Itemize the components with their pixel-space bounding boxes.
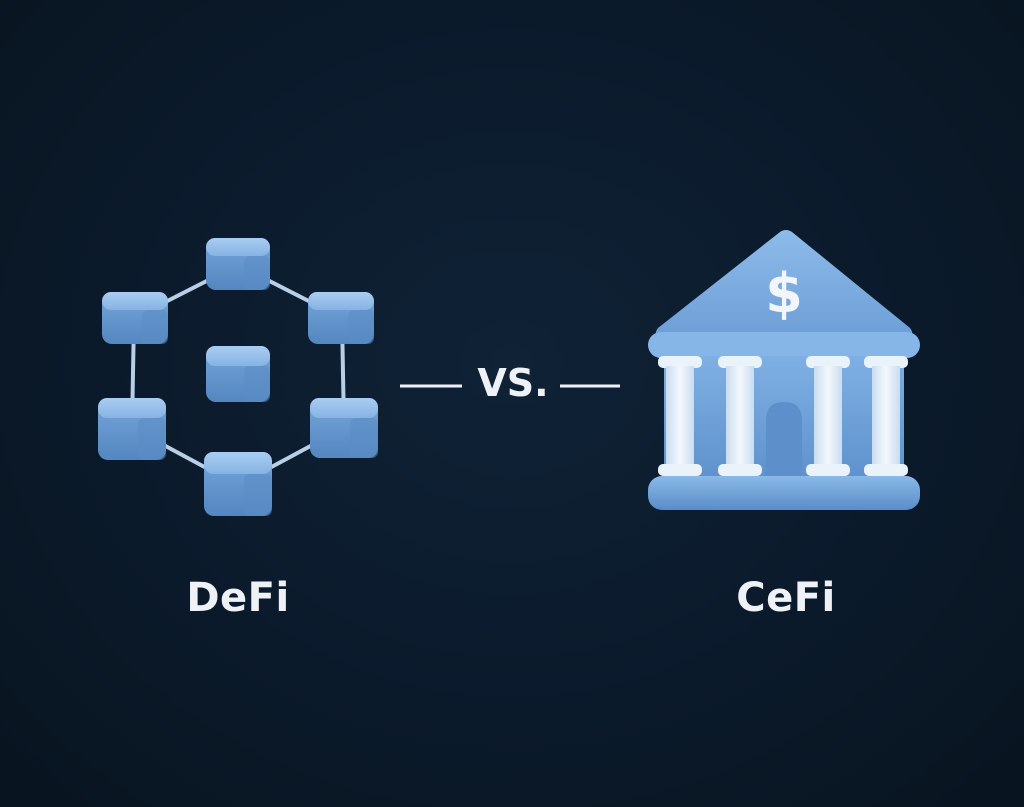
cefi-label: CeFi: [736, 575, 836, 621]
network-node-upper-right: [308, 292, 374, 344]
network-node-center: [206, 346, 270, 402]
network-node-bottom: [204, 452, 272, 516]
network-node-top: [206, 238, 270, 290]
defi-label: DeFi: [186, 575, 290, 621]
network-node-lower-right: [310, 398, 378, 458]
vs-label: VS.: [477, 361, 549, 405]
decentralized-network-icon: [98, 238, 378, 516]
network-node-lower-left: [98, 398, 166, 460]
bank-base: [648, 476, 920, 510]
dollar-sign-icon: $: [765, 262, 803, 325]
bank-columns: [658, 356, 908, 476]
bank-column-4: [864, 356, 908, 476]
bank-building-icon: $: [648, 230, 920, 510]
bank-column-3: [806, 356, 850, 476]
network-node-upper-left: [102, 292, 168, 344]
bank-cornice: [648, 332, 920, 358]
bank-roof: [655, 230, 913, 338]
bank-door: [766, 402, 802, 478]
bank-column-1: [658, 356, 702, 476]
bank-column-2: [718, 356, 762, 476]
